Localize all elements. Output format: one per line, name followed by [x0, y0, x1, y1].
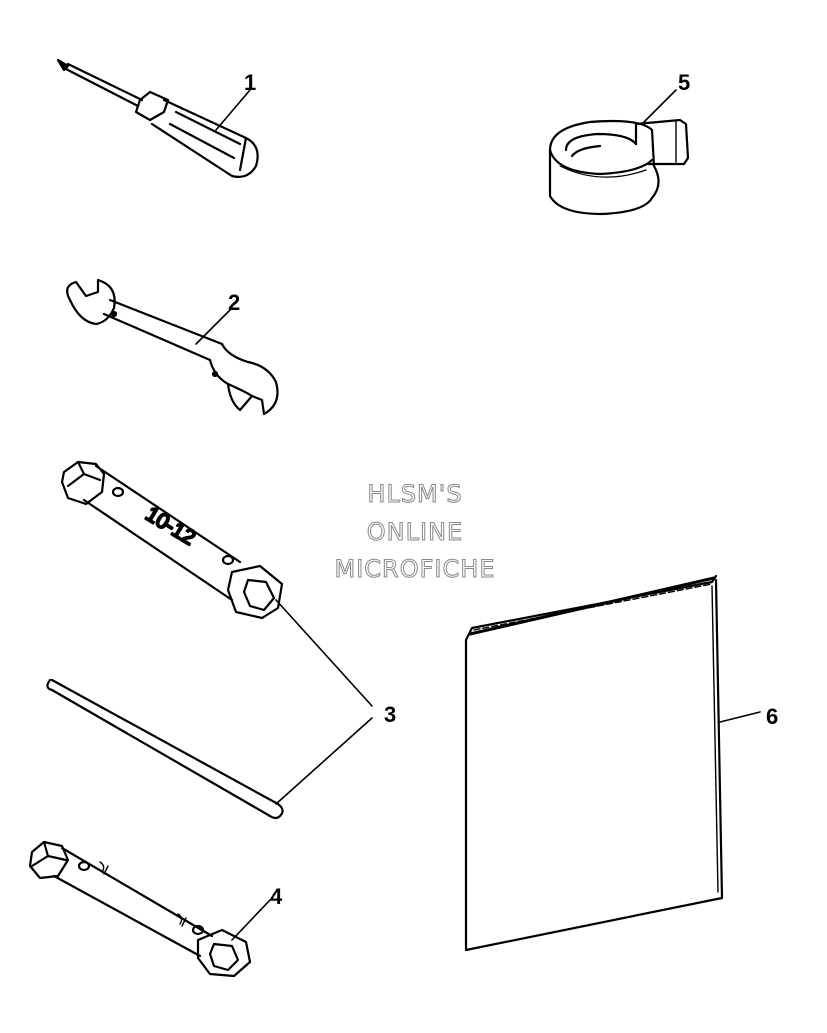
leader-line-3b — [275, 717, 373, 805]
leader-line-4 — [231, 899, 271, 941]
plug-wrench-icon — [28, 840, 252, 978]
leader-line-2 — [195, 307, 233, 345]
callout-4: 4 — [270, 884, 283, 909]
socket-wrench-icon — [60, 460, 284, 620]
leader-line-1 — [215, 89, 251, 131]
leader-line-6 — [719, 711, 761, 723]
owners-manual-icon — [464, 574, 724, 952]
watermark-line-3: MICROFICHE — [334, 555, 496, 584]
leader-line-5 — [643, 89, 677, 123]
callout-6: 6 — [766, 704, 778, 729]
wrench-size-stamp: 10-12 — [141, 503, 199, 550]
tommy-bar-icon — [46, 678, 284, 820]
watermark-line-1: HLSM'S — [367, 480, 463, 509]
callout-5: 5 — [678, 70, 690, 95]
open-end-wrench-icon — [65, 278, 279, 416]
screwdriver-icon — [56, 58, 259, 178]
watermark-line-2: ONLINE — [366, 518, 464, 547]
callout-2: 2 — [228, 290, 240, 315]
callout-3: 3 — [384, 702, 396, 727]
leader-line-3a — [275, 599, 373, 707]
callout-1: 1 — [244, 70, 256, 95]
tape-roll-icon — [548, 118, 690, 216]
